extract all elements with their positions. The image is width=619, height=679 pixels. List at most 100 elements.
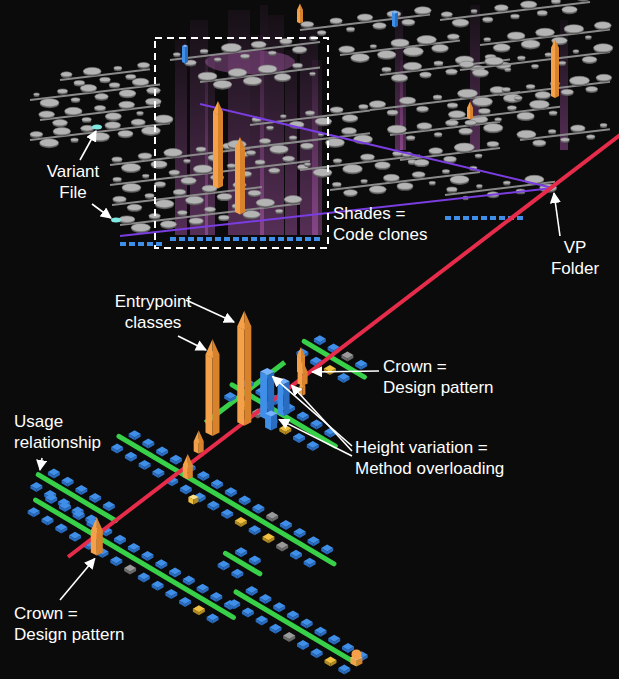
file-disc xyxy=(600,123,607,126)
crown xyxy=(235,137,240,151)
file-disc xyxy=(330,107,343,112)
file-disc xyxy=(493,44,510,51)
class-tile xyxy=(156,447,168,454)
class-tile xyxy=(69,532,81,539)
crown xyxy=(237,311,244,330)
class-tile xyxy=(59,502,71,509)
clone-shade xyxy=(470,5,480,150)
class-tile xyxy=(304,558,316,565)
file-disc xyxy=(561,89,573,94)
branch-line xyxy=(250,111,370,125)
class-tile xyxy=(278,237,284,241)
usage-street xyxy=(119,436,334,564)
class-tile xyxy=(124,564,136,571)
class-tile xyxy=(45,494,57,501)
file-disc xyxy=(112,157,122,161)
file-disc xyxy=(269,168,280,173)
file-disc xyxy=(196,147,206,151)
file-disc xyxy=(429,148,443,154)
class-tile xyxy=(142,551,154,558)
crown xyxy=(91,517,97,533)
file-disc xyxy=(114,66,122,69)
file-disc xyxy=(447,34,459,39)
class-tile xyxy=(110,556,122,563)
crown xyxy=(218,101,223,115)
class-tile xyxy=(211,479,223,486)
file-disc xyxy=(198,72,217,80)
class-tile xyxy=(183,576,195,583)
class-tile xyxy=(239,496,251,503)
leader-line xyxy=(279,419,352,456)
file-disc xyxy=(533,140,546,146)
file-disc xyxy=(507,32,525,39)
class-tile xyxy=(138,242,144,246)
file-disc xyxy=(573,50,579,53)
file-disc xyxy=(332,182,341,186)
towers xyxy=(91,311,363,667)
class-tile xyxy=(296,237,302,241)
leader-line xyxy=(554,193,560,236)
class-tile xyxy=(139,460,151,467)
class-tile xyxy=(193,605,205,612)
class-tile xyxy=(279,425,291,432)
file-disc xyxy=(227,164,235,167)
tower-face xyxy=(188,465,193,480)
file-disc xyxy=(83,67,101,74)
crown xyxy=(199,430,204,444)
branch-line xyxy=(30,84,160,100)
file-disc xyxy=(330,18,342,23)
file-disc xyxy=(564,25,583,33)
file-disc xyxy=(164,149,182,157)
class-tile xyxy=(287,610,299,617)
file-disc xyxy=(342,115,358,122)
class-tile xyxy=(242,237,248,241)
file-disc xyxy=(586,86,598,91)
file-disc xyxy=(375,162,391,169)
class-tile xyxy=(207,613,219,620)
file-disc xyxy=(292,46,306,52)
class-tile xyxy=(111,444,123,451)
vp-folder-line xyxy=(68,135,619,557)
tower-face xyxy=(300,10,303,24)
class-tile xyxy=(249,525,261,532)
class-tile xyxy=(454,216,460,220)
crown xyxy=(298,361,303,375)
class-tile xyxy=(263,533,275,540)
class-tile xyxy=(270,624,282,631)
file-disc xyxy=(217,193,232,199)
usage-street xyxy=(36,500,234,617)
file-disc xyxy=(476,185,482,188)
crown xyxy=(301,347,305,358)
file-disc xyxy=(521,40,540,48)
leader-line xyxy=(40,458,42,470)
tower-face xyxy=(467,108,470,120)
annotation-label: Entrypoint classes xyxy=(103,292,203,333)
class-tile xyxy=(142,438,154,445)
class-tile xyxy=(221,509,233,516)
file-disc xyxy=(154,182,165,187)
crown xyxy=(97,517,103,533)
branch-line xyxy=(170,42,320,60)
file-disc xyxy=(475,154,482,157)
file-disc xyxy=(361,179,368,182)
file-disc xyxy=(452,19,469,26)
class-tile xyxy=(311,648,323,655)
class-tile xyxy=(341,352,353,359)
class-tile xyxy=(225,487,237,494)
file-disc xyxy=(146,98,162,105)
file-disc xyxy=(594,44,613,52)
file-disc xyxy=(596,74,611,80)
file-disc xyxy=(530,100,550,108)
file-disc xyxy=(275,209,283,212)
crown xyxy=(213,101,218,115)
file-disc xyxy=(377,51,395,59)
file-disc xyxy=(351,54,370,62)
file-disc xyxy=(339,46,355,53)
file-disc xyxy=(200,49,208,52)
file-disc xyxy=(94,105,105,110)
class-tile xyxy=(481,216,487,220)
file-disc xyxy=(526,84,535,88)
class-tile xyxy=(355,360,367,367)
class-tile xyxy=(235,517,247,524)
file-disc xyxy=(280,38,292,43)
